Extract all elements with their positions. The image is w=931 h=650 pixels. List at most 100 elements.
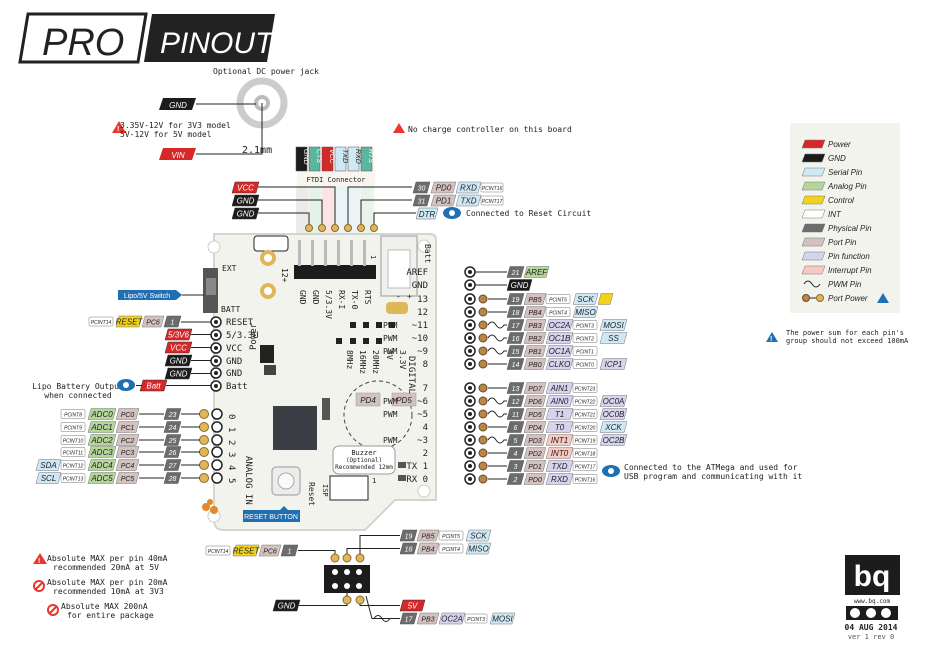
freq-label: 20MHz: [371, 350, 380, 374]
board-right-label: ~10: [412, 334, 428, 344]
svg-text:VCC: VCC: [237, 184, 254, 193]
port-tag: PC4: [115, 459, 140, 471]
svg-text:PCINT11: PCINT11: [63, 451, 83, 457]
interrupt-tag: PCINT17: [480, 195, 504, 206]
svg-text:PCINT3: PCINT3: [576, 324, 594, 330]
svg-text:MISO: MISO: [468, 545, 488, 554]
svg-text:when connected: when connected: [44, 391, 112, 400]
title-logo: PRO PINOUT: [18, 12, 276, 64]
power-tag: GND: [164, 354, 193, 367]
svg-text:13: 13: [512, 386, 520, 393]
svg-text:Port Pin: Port Pin: [828, 238, 857, 247]
board-right-label: 12: [417, 308, 428, 318]
serial-tag: SCL: [35, 472, 62, 484]
function-tag: RXD: [455, 181, 482, 194]
pin-number-tag: 28: [163, 472, 182, 484]
control-tag: [597, 293, 614, 305]
svg-text:SCK: SCK: [577, 295, 594, 304]
legend-item-port-power: Port Power: [802, 293, 889, 303]
svg-text:18: 18: [512, 310, 520, 317]
aref-tag: AREF: [523, 266, 550, 278]
board-right-label: GND: [412, 281, 428, 291]
port-tag: PD2: [523, 447, 547, 459]
board-right-label: 13: [417, 295, 428, 305]
warning-icon: [393, 123, 405, 133]
svg-text:16: 16: [512, 336, 520, 343]
svg-text:PCINT10: PCINT10: [63, 439, 84, 445]
board-right-label: ~3: [417, 436, 428, 446]
interrupt-tag: PCINT0: [572, 359, 598, 369]
ftdi-vcc-tag: VCC: [231, 181, 260, 194]
pin-number-tag: 19: [506, 293, 525, 305]
dc-jack-size: 2.1mm: [242, 145, 272, 156]
svg-text:recommended 20mA at 5V: recommended 20mA at 5V: [53, 563, 159, 572]
function-tag: OC2B: [599, 434, 628, 446]
svg-text:PCINT4: PCINT4: [442, 547, 460, 553]
svg-text:PB2: PB2: [528, 336, 541, 343]
function-tag: RXD: [545, 473, 574, 485]
svg-text:ADC2: ADC2: [90, 436, 113, 445]
board-ftdi-label: GND: [298, 290, 307, 305]
interrupt-tag: PCINT23: [572, 383, 598, 393]
svg-text:Reset: Reset: [307, 482, 316, 506]
port-tag: PD7: [523, 382, 547, 394]
pin-number-tag: 18: [399, 542, 418, 555]
pwm-label: PWM: [383, 410, 398, 419]
brand-block: bq www.bq.com 04 AUG 2014 ver 1 rev 0: [845, 555, 900, 641]
svg-text:Absolute MAX 200nA: Absolute MAX 200nA: [61, 602, 148, 611]
legend-item-pwm-pin: PWM Pin: [803, 280, 862, 289]
svg-text:31: 31: [418, 199, 426, 206]
function-tag: OC0A: [599, 395, 628, 407]
svg-text:DTR: DTR: [419, 210, 436, 219]
board-right-label: 4: [423, 423, 428, 433]
svg-text:PC0: PC0: [121, 412, 135, 419]
svg-text:OC1B: OC1B: [549, 334, 571, 343]
usb-note: Connected to the ATMega and used for: [624, 463, 798, 472]
interrupt-tag: PCINT20: [572, 422, 598, 432]
svg-text:+: +: [407, 292, 412, 301]
svg-text:5V: 5V: [408, 602, 418, 611]
port-tag: PB0: [523, 358, 547, 370]
port-tag: PC6: [141, 315, 165, 328]
svg-text:24: 24: [168, 425, 177, 432]
svg-text:INT0: INT0: [551, 449, 569, 458]
svg-text:PD0: PD0: [436, 184, 452, 193]
port-tag: PC2: [115, 434, 140, 446]
buzzer-label: Recommended 12mm: [335, 464, 393, 471]
svg-text:PD2: PD2: [528, 451, 542, 458]
svg-text:Batt: Batt: [146, 382, 161, 391]
svg-text:SCL: SCL: [41, 474, 57, 483]
isp-gnd-tag: GND: [272, 599, 301, 612]
pin-number-tag: 5: [506, 434, 525, 446]
board-right-label: 7: [423, 384, 428, 394]
svg-text:TXD: TXD: [552, 462, 568, 471]
port-tag: PD0: [430, 181, 457, 194]
svg-text:PCINT4: PCINT4: [549, 311, 567, 317]
pwm-label: PWM: [383, 436, 398, 445]
board-left-label: VCC: [226, 344, 242, 354]
function-tag: ICP1: [599, 358, 628, 370]
svg-text:GND: GND: [828, 154, 846, 163]
serial-tag: SCK: [465, 529, 492, 542]
svg-text:30: 30: [418, 186, 426, 193]
svg-text:17: 17: [512, 323, 521, 330]
legend-item-gnd: GND: [801, 153, 846, 163]
svg-text:PD6: PD6: [528, 399, 542, 406]
svg-text:TXD: TXD: [341, 149, 348, 163]
svg-text:6: 6: [514, 425, 518, 432]
interrupt-tag: PCINT12: [60, 460, 86, 470]
pin-number-tag: 3: [506, 460, 525, 472]
svg-text:RESET: RESET: [116, 318, 144, 327]
svg-text:PD7: PD7: [528, 386, 543, 393]
legend-item-int: INT: [801, 209, 842, 219]
svg-text:12+: 12+: [280, 268, 289, 283]
svg-text:T1: T1: [555, 410, 564, 419]
svg-text:PCINT21: PCINT21: [575, 413, 596, 419]
